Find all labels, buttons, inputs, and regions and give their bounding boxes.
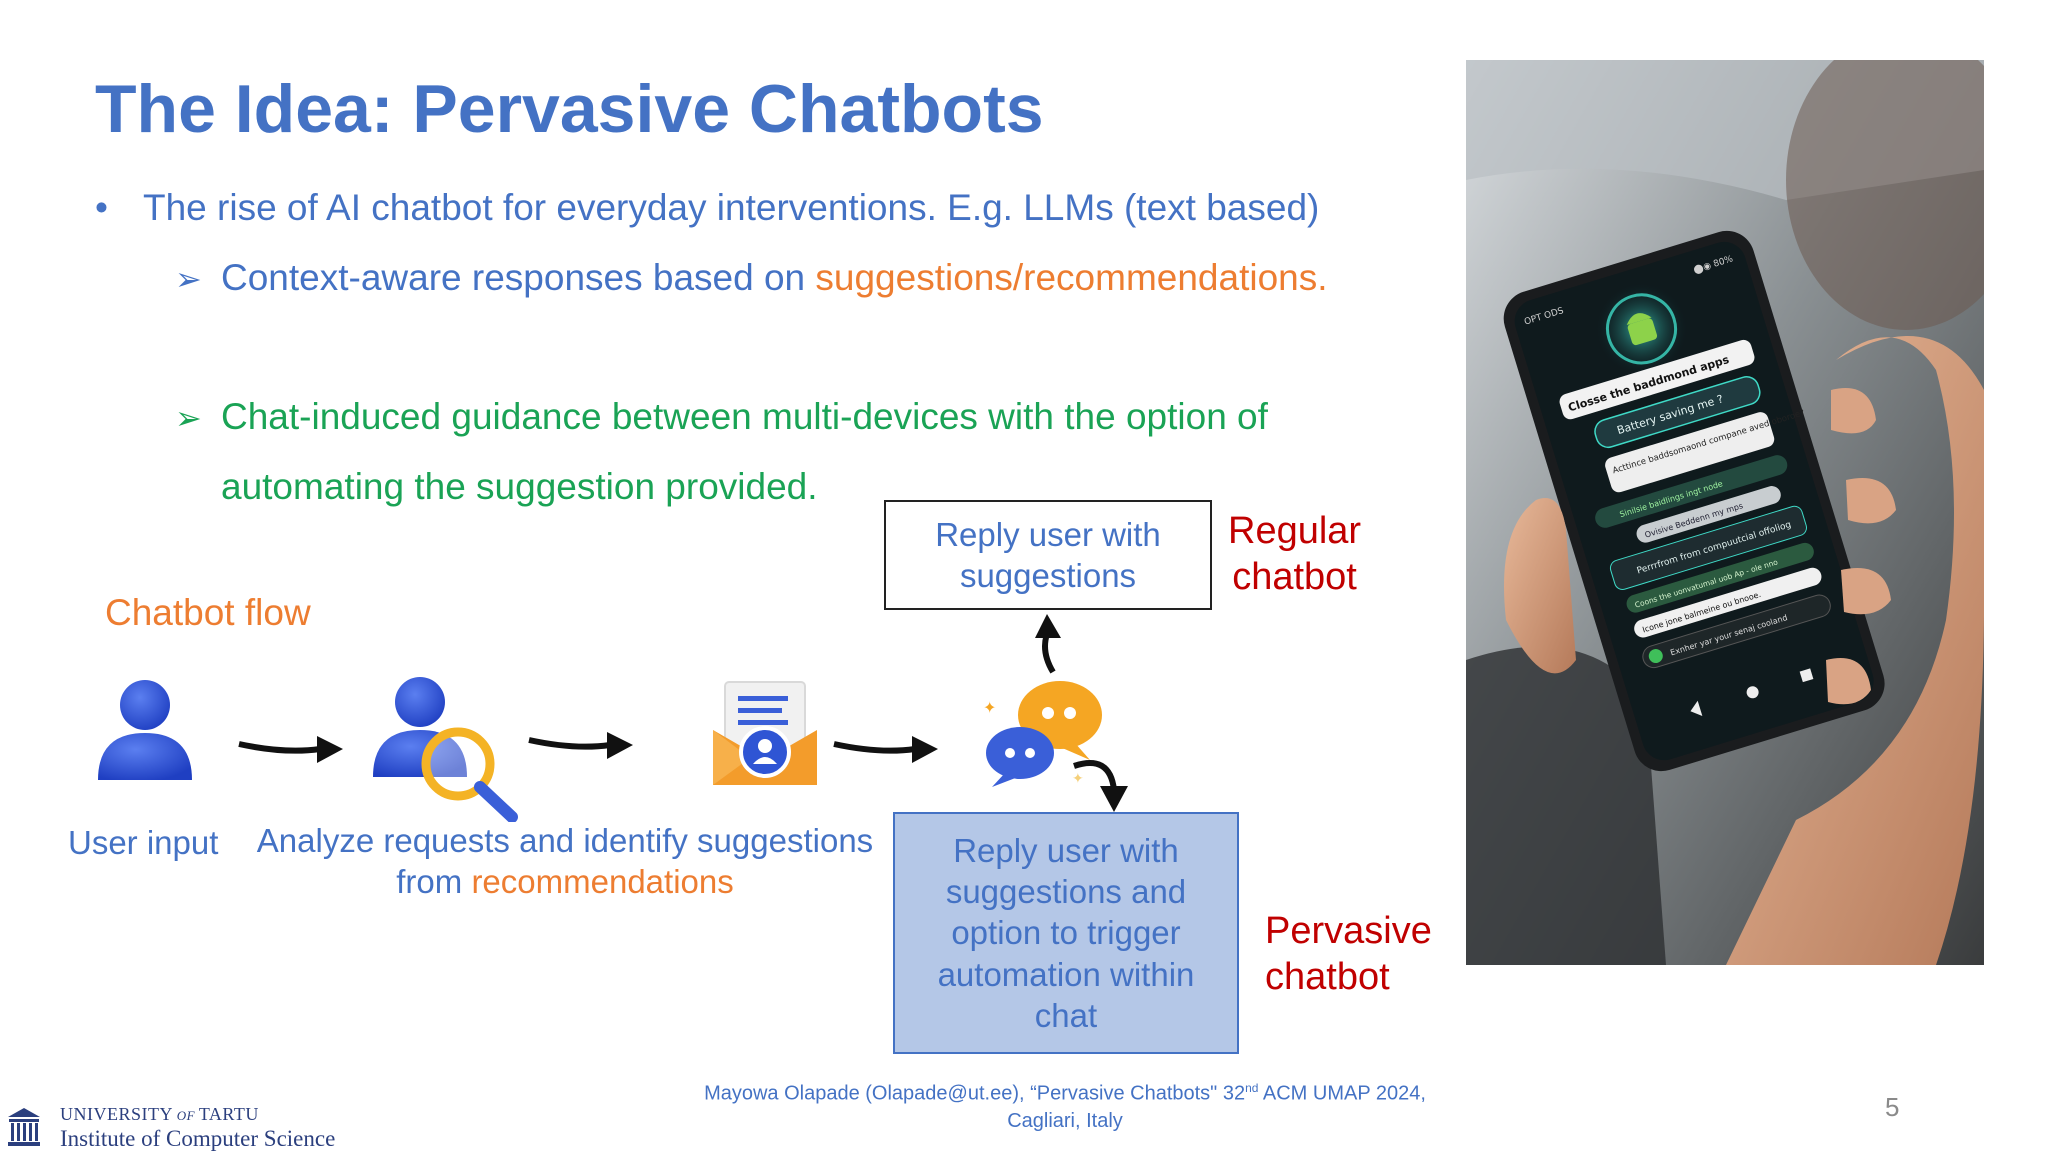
arrow-up-to-regular (1035, 614, 1061, 674)
analyze-line-2: from recommendations (240, 861, 890, 902)
analyze-prefix: from (396, 863, 472, 901)
bullet-main-text: The rise of AI chatbot for everyday inte… (143, 187, 1320, 228)
chat-bubbles-icon: ✦ ✦ (983, 681, 1102, 787)
bullet-sub-2: ➢ Chat-induced guidance between multi-dev… (175, 395, 1268, 439)
citation-superscript: nd (1245, 1081, 1259, 1095)
document-envelope-icon (713, 681, 817, 785)
university-name: UNIVERSITY OF TARTU Institute of Compute… (60, 1104, 335, 1152)
pervasive-reply-box: Reply user with suggestions and option t… (893, 812, 1239, 1054)
institute-name: Institute of Computer Science (60, 1126, 336, 1151)
analyze-label: Analyze requests and identify suggestion… (240, 820, 890, 903)
user-icon (98, 680, 192, 780)
user-search-icon (373, 677, 518, 822)
arrow-bullet-icon: ➢ (175, 400, 202, 436)
regular-chatbot-label: Regular chatbot (1228, 510, 1362, 599)
bullet-sub-1-highlight: suggestions/recommendations. (815, 257, 1328, 298)
thumb (1504, 498, 1576, 674)
citation-line-1: Mayowa Olapade (Olapade@ut.ee), “Pervasi… (640, 1080, 1490, 1108)
arrow-down-to-pervasive (1073, 760, 1128, 812)
slide-title: The Idea: Pervasive Chatbots (95, 71, 1044, 147)
palm (1726, 336, 1984, 965)
analyze-highlight: recommendations (471, 863, 734, 901)
bullet-sub-2-continuation: automating the suggestion provided. (221, 466, 818, 507)
pervasive-chatbot-label: Pervasive chatbot (1265, 910, 1432, 999)
university-of: OF (173, 1108, 199, 1123)
regular-reply-box: Reply user with suggestions (884, 500, 1212, 610)
citation-text: Mayowa Olapade (Olapade@ut.ee), “Pervasi… (704, 1082, 1246, 1105)
user-input-label: User input (68, 824, 219, 861)
hand-holding-smartphone-photo: OPT ODS ⬤◉ 80% Closse the baddmond apps … (1466, 60, 1984, 965)
smartphone: OPT ODS ⬤◉ 80% Closse the baddmond apps … (1503, 230, 1885, 772)
university-line-1: UNIVERSITY OF TARTU (60, 1104, 335, 1125)
bullet-sub-1: ➢ Context-aware responses based on sugges… (175, 256, 1328, 300)
bullet-sub-2-text: Chat-induced guidance between multi-devi… (221, 396, 1268, 437)
footer-citation: Mayowa Olapade (Olapade@ut.ee), “Pervasi… (640, 1080, 1490, 1135)
bullet-sub-1-text: Context-aware responses based on (221, 257, 816, 298)
university-word-tartu: TARTU (198, 1104, 259, 1124)
bullet-main: • The rise of AI chatbot for everyday int… (95, 186, 1319, 230)
arrow-bullet-icon: ➢ (175, 261, 202, 297)
citation-text-end: ACM UMAP 2024, (1258, 1082, 1426, 1105)
svg-text:✦: ✦ (983, 698, 996, 717)
bullet-marker: • (95, 187, 108, 228)
university-word: UNIVERSITY (60, 1104, 173, 1124)
citation-line-2: Cagliari, Italy (1007, 1109, 1123, 1132)
university-logo-icon (8, 1108, 40, 1146)
flow-arrow-1 (238, 736, 343, 763)
svg-text:✦: ✦ (1072, 771, 1084, 787)
flow-title: Chatbot flow (105, 592, 311, 633)
flow-arrow-3 (833, 736, 938, 763)
analyze-line-1: Analyze requests and identify suggestion… (256, 822, 874, 859)
page-number: 5 (1885, 1092, 1900, 1122)
flow-arrow-2 (528, 732, 633, 759)
